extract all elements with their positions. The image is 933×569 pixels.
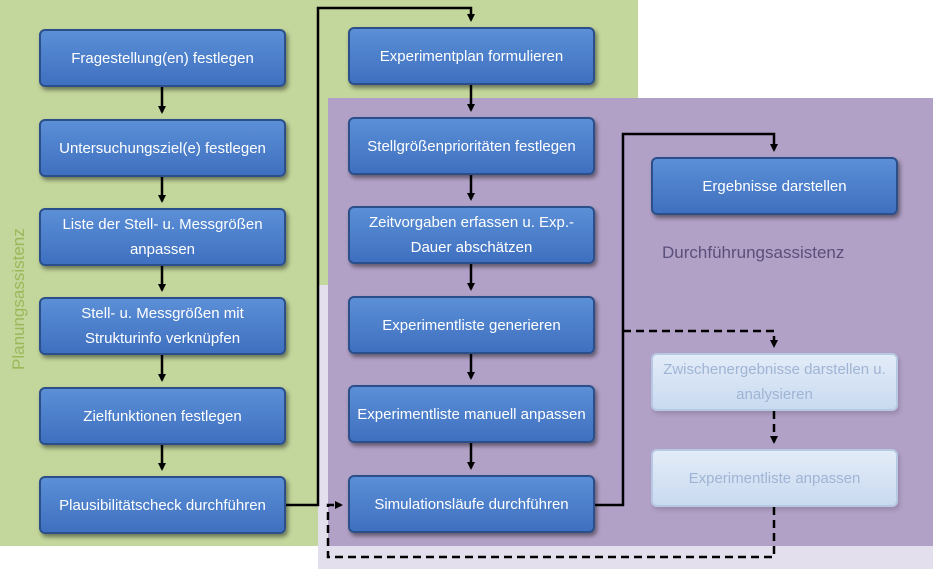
- box-experimentliste-manuell[interactable]: Experimentliste manuell anpassen: [348, 385, 595, 443]
- box-zielfunktionen[interactable]: Zielfunktionen festlegen: [39, 387, 286, 445]
- box-zeitvorgaben[interactable]: Zeitvorgaben erfassen u. Exp.-Dauer absc…: [348, 206, 595, 264]
- box-untersuchungsziel[interactable]: Untersuchungsziel(e) festlegen: [39, 119, 286, 177]
- box-plausibilitaetscheck[interactable]: Plausibilitätscheck durchführen: [39, 476, 286, 534]
- box-experimentplan[interactable]: Experimentplan formulieren: [348, 27, 595, 85]
- box-strukturinfo[interactable]: Stell- u. Messgrößen mit Strukturinfo ve…: [39, 297, 286, 355]
- box-liste-stellgroessen[interactable]: Liste der Stell- u. Messgrößen anpassen: [39, 208, 286, 266]
- box-fragestellung[interactable]: Fragestellung(en) festlegen: [39, 29, 286, 87]
- box-ergebnisse-darstellen[interactable]: Ergebnisse darstellen: [651, 157, 898, 215]
- box-stellgroessenprioritaeten[interactable]: Stellgrößenprioritäten festlegen: [348, 117, 595, 175]
- execution-label: Durchführungsassistenz: [662, 243, 845, 262]
- box-experimentliste-generieren[interactable]: Experimentliste generieren: [348, 296, 595, 354]
- box-simulationslaeufe[interactable]: Simulationsläufe durchführen: [348, 475, 595, 533]
- box-zwischenergebnisse[interactable]: Zwischenergebnisse darstellen u. analysi…: [651, 353, 898, 411]
- box-experimentliste-anpassen[interactable]: Experimentliste anpassen: [651, 449, 898, 507]
- planning-label: Planungsassistenz: [9, 228, 28, 370]
